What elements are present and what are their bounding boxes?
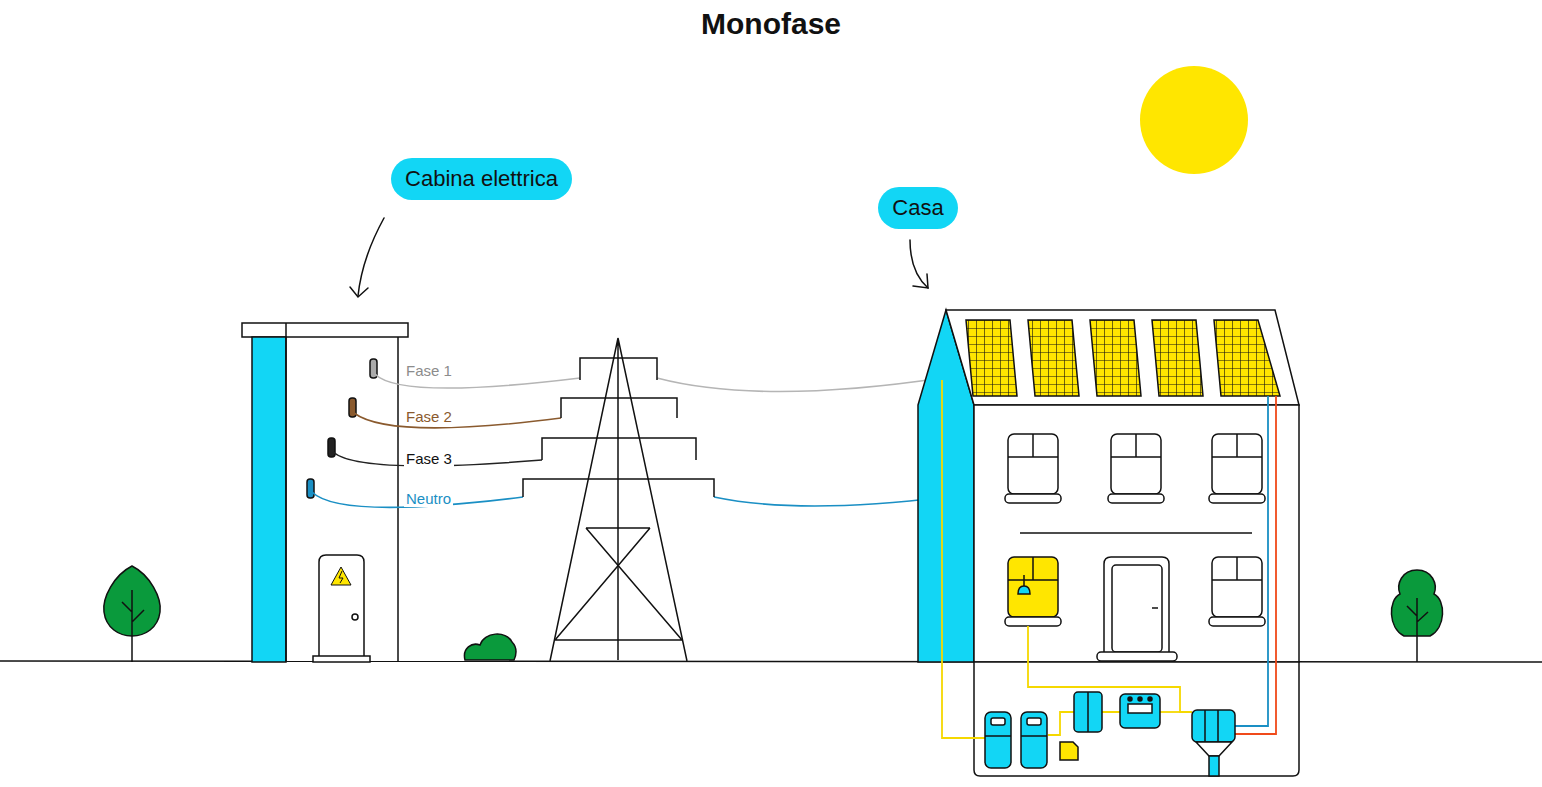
equipment	[985, 692, 1235, 776]
ground-line	[0, 661, 1542, 662]
callout-pill: Cabina elettrica	[391, 158, 572, 200]
wire-label: Fase 1	[404, 362, 454, 379]
substation	[242, 323, 408, 662]
pylon	[523, 338, 714, 661]
wire-label: Fase 2	[404, 408, 454, 425]
wire-label: Fase 3	[404, 450, 454, 467]
callout-pill: Casa	[878, 187, 958, 229]
house	[918, 310, 1299, 776]
sun	[1140, 66, 1248, 174]
pill-text: Cabina elettrica	[405, 166, 558, 192]
callout-arrows	[350, 218, 928, 297]
wires	[312, 374, 945, 507]
house-wiring	[942, 380, 1276, 738]
pill-text: Casa	[892, 195, 943, 221]
wire-label: Neutro	[404, 490, 453, 507]
diagram-title: Monofase	[701, 7, 841, 41]
